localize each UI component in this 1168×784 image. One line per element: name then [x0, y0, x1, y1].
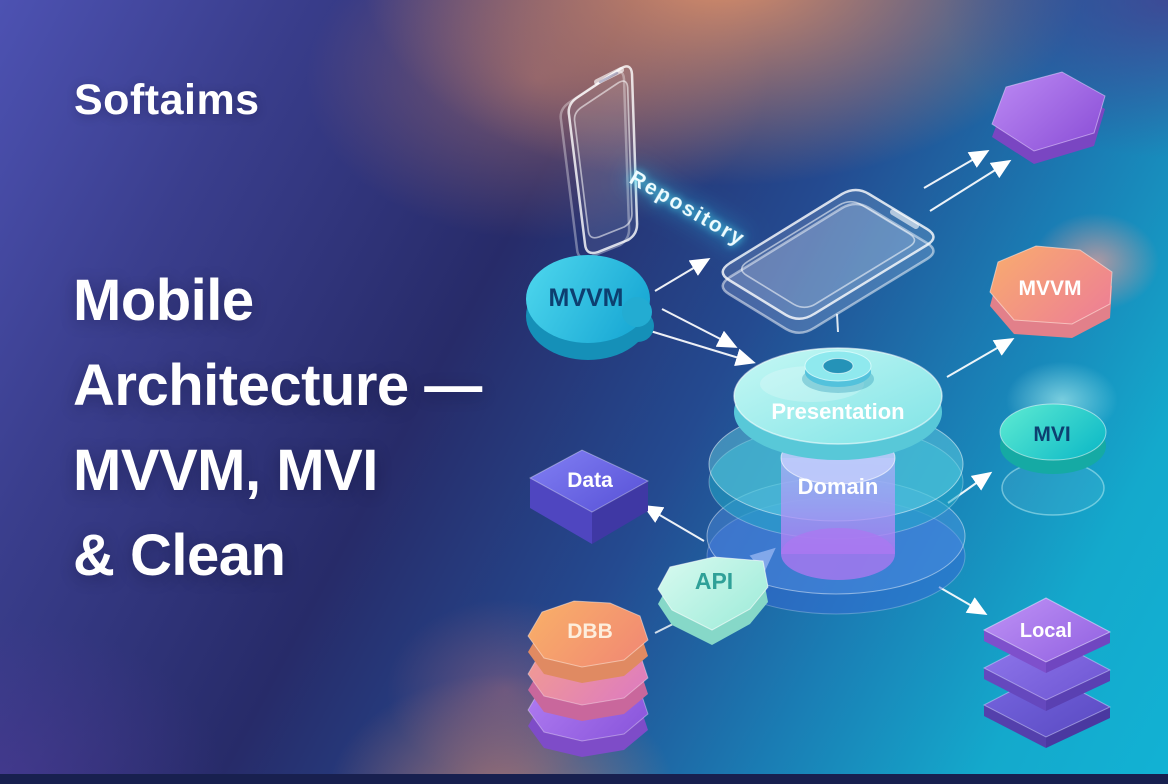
data-cube [528, 449, 650, 544]
local-layer-top [982, 597, 1112, 673]
headline-line-3: MVVM, MVI [73, 438, 378, 503]
data-label: Data [567, 469, 613, 492]
layer-stack [706, 347, 966, 615]
local-label: Local [1020, 620, 1072, 642]
repository-label: Repository [626, 166, 750, 251]
mvi-label: MVI [1033, 423, 1070, 446]
mvvm-right-label: MVVM [1019, 277, 1082, 300]
arrow-mvvm-to-stack-2 [646, 329, 756, 366]
arrow-phone-to-hexagon-1 [923, 149, 990, 189]
mvvm-left-label: MVVM [549, 284, 624, 312]
mvvm-right-octagon [989, 245, 1113, 338]
connector-arrows [642, 149, 1015, 634]
presentation-label: Presentation [771, 399, 904, 424]
headline-line-4: & Clean [73, 523, 286, 588]
domain-label: Domain [798, 474, 879, 499]
arrow-stack-to-data [642, 504, 705, 542]
arrow-mvvm-to-stack-1 [661, 308, 738, 348]
arrow-stack-to-mvvm-right [946, 337, 1015, 378]
mvi-disc [999, 403, 1107, 516]
bottom-bar [0, 774, 1168, 784]
hexagon-purple [991, 71, 1106, 164]
dash-phone-to-presentation [836, 313, 839, 333]
api-hexagon [657, 556, 769, 645]
phone-flat-icon [721, 188, 935, 334]
phone-standing-icon [559, 65, 639, 260]
db-layer-top [527, 600, 649, 683]
api-label: API [695, 568, 733, 594]
arrow-stack-to-local [938, 586, 988, 616]
arrow-mvvm-to-phone [654, 257, 711, 292]
mvvm-left-cylinder [526, 255, 654, 360]
ring-torus-icon [802, 350, 874, 393]
headline: Mobile Architecture — MVVM, MVI & Clean [73, 258, 482, 598]
local-stack [982, 597, 1112, 748]
db-label: DBB [567, 620, 613, 643]
presentation-disc [733, 347, 943, 460]
headline-line-1: Mobile [73, 268, 254, 333]
arrow-phone-to-hexagon-2 [929, 159, 1012, 212]
brand-logo: Softaims [74, 76, 260, 124]
db-stack [527, 600, 649, 757]
headline-line-2: Architecture — [73, 353, 482, 418]
